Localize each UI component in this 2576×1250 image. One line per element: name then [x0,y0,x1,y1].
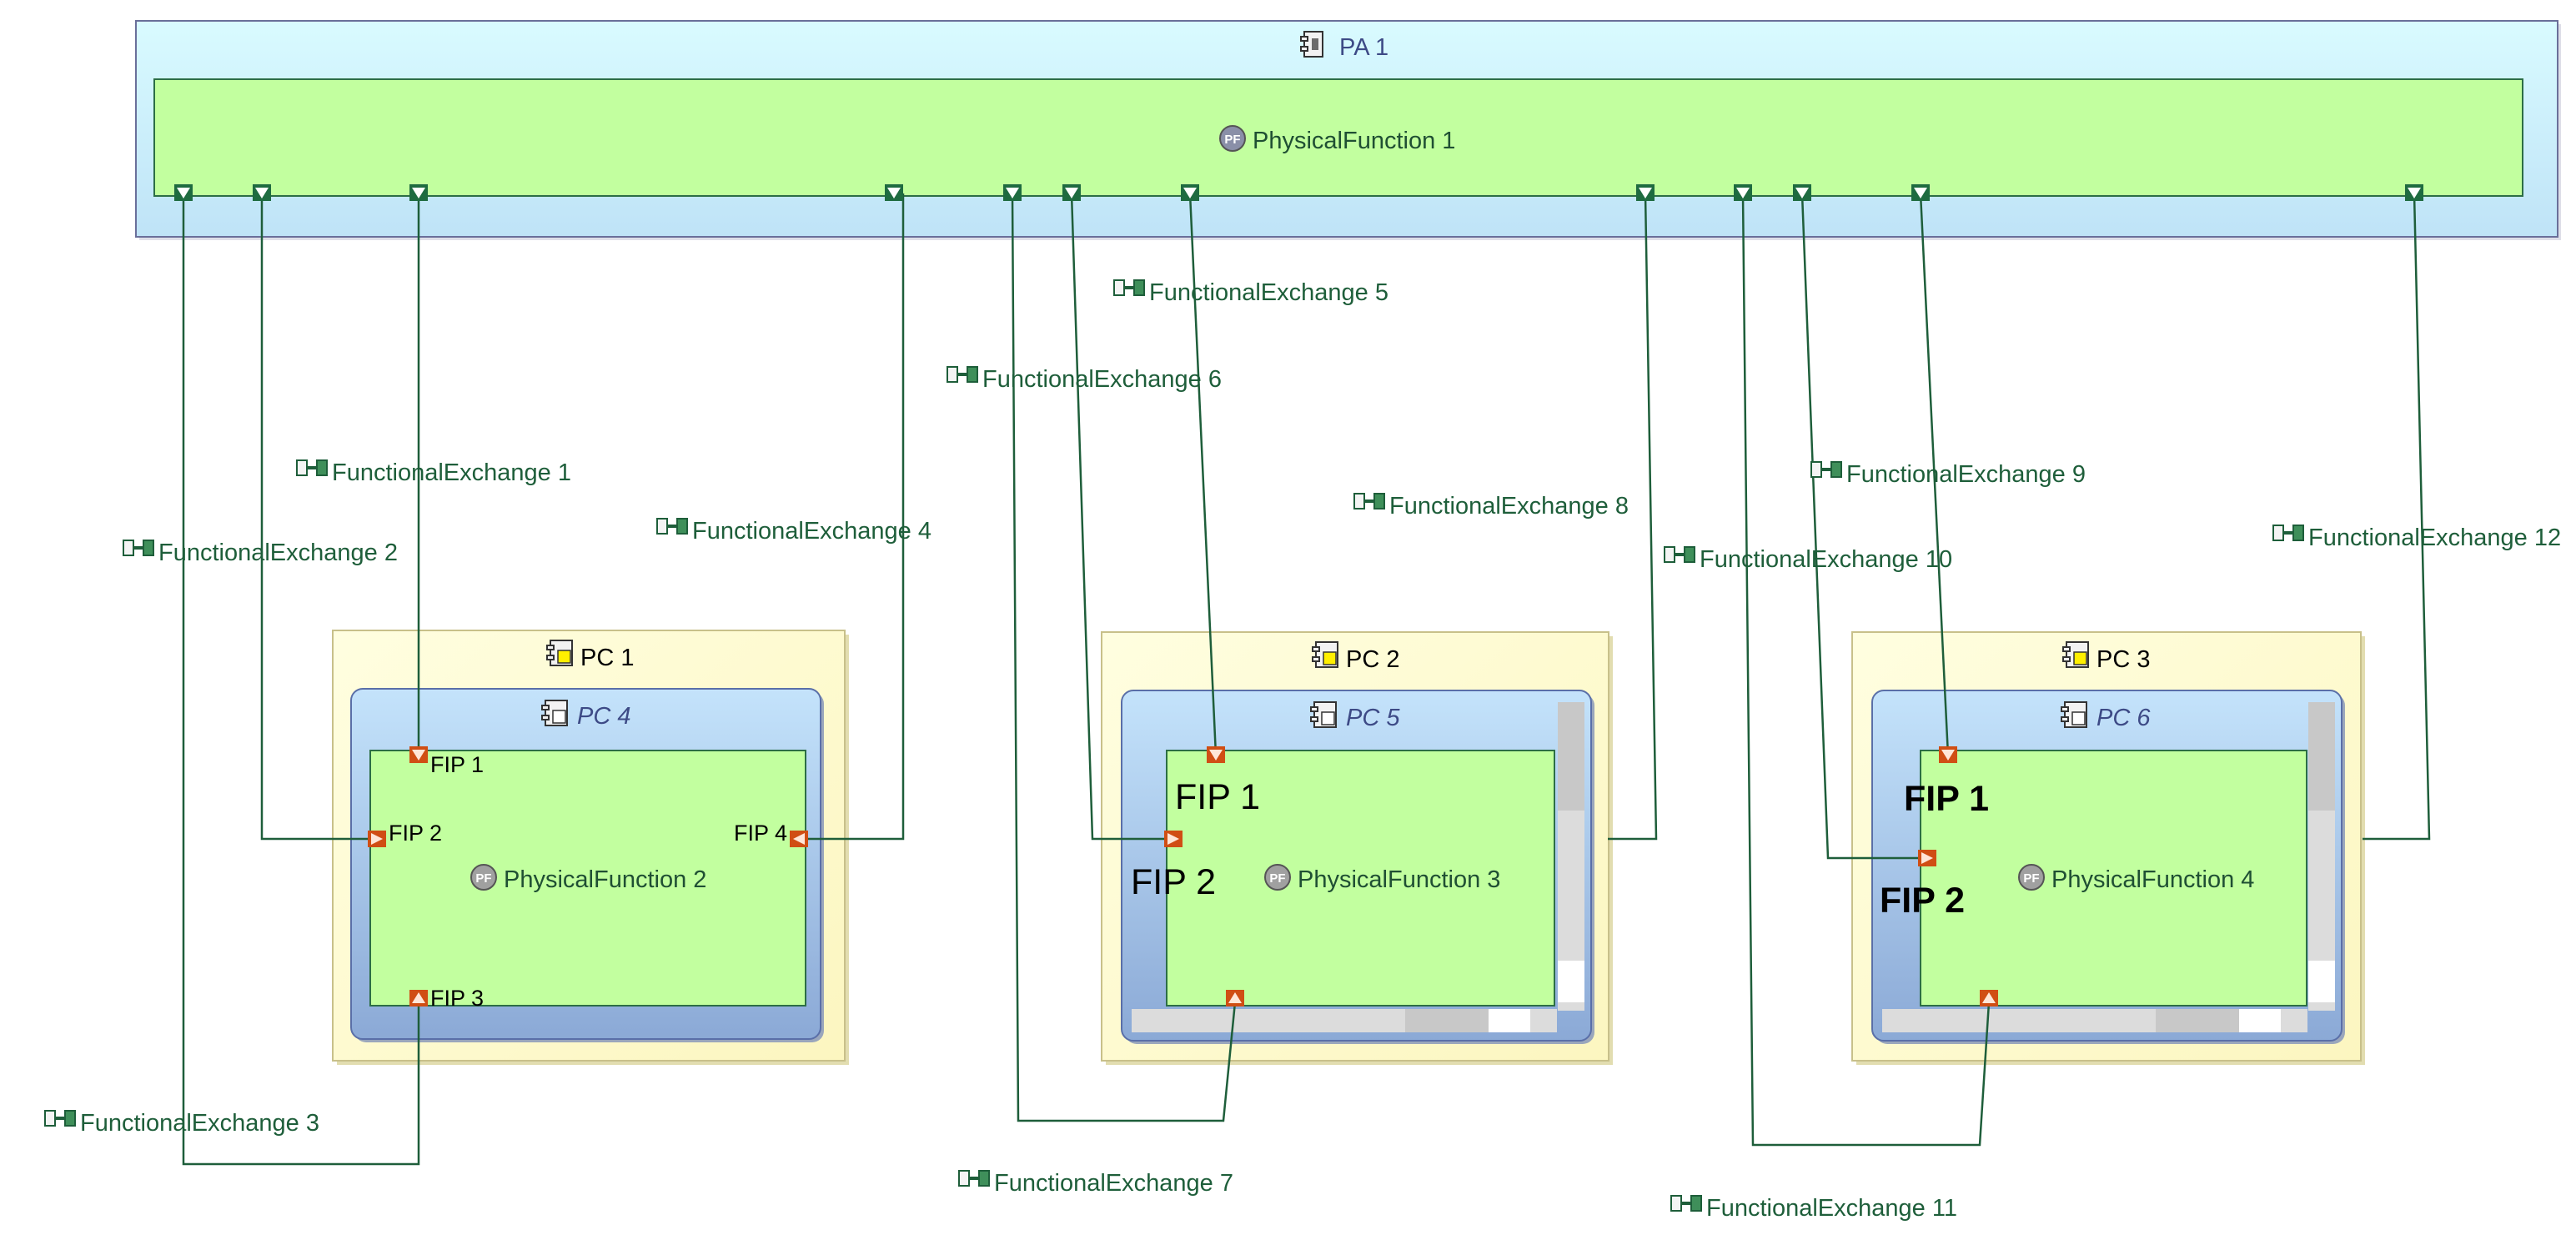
output-port[interactable] [1793,184,1811,201]
exchange-label-fe10[interactable]: FunctionalExchange 10 [1700,546,1952,573]
output-port[interactable] [1734,184,1752,201]
functional-exchange-icon [947,366,978,383]
pf2-fip2-port[interactable] [368,831,386,847]
pf2-fip4-port[interactable] [790,831,808,847]
exchange-label-fe7[interactable]: FunctionalExchange 7 [994,1170,1233,1197]
output-port[interactable] [1003,184,1022,201]
exchange-label-fe3[interactable]: FunctionalExchange 3 [80,1110,319,1137]
pf3-fip2-port[interactable] [1164,831,1183,847]
functional-exchange-icon [1353,493,1385,510]
exchange-label-fe8[interactable]: FunctionalExchange 8 [1389,493,1629,520]
physical-function-pf1[interactable] [153,78,2523,197]
exchange-line-fe12[interactable] [2363,193,2431,841]
exchange-label-fe6[interactable]: FunctionalExchange 6 [982,366,1222,393]
pf4-bottom-port[interactable] [1980,990,1998,1007]
exchange-label-fe2[interactable]: FunctionalExchange 2 [158,540,398,566]
exchange-label-fe1[interactable]: FunctionalExchange 1 [332,459,571,486]
output-port[interactable] [2405,184,2423,201]
output-port[interactable] [885,184,903,201]
exchange-label-fe11[interactable]: FunctionalExchange 11 [1706,1195,1957,1222]
functional-exchange-icon [1113,279,1145,296]
physical-function-pf4[interactable] [1920,750,2307,1007]
functional-exchange-icon [958,1170,990,1187]
function-input-ports [368,746,1998,1007]
output-port[interactable] [1636,184,1655,201]
pf2-fip1-port[interactable] [409,746,428,763]
output-port[interactable] [253,184,271,201]
functional-exchange-icon [123,540,154,556]
functional-exchange-icon [1664,546,1695,563]
output-port[interactable] [1062,184,1081,201]
functional-exchange-icon [1810,461,1842,478]
functional-exchange-icon [2272,525,2304,541]
exchange-label-fe9[interactable]: FunctionalExchange 9 [1846,461,2086,488]
functional-exchange-icon [296,459,328,476]
exchange-label-fe12[interactable]: FunctionalExchange 12 [2308,525,2561,551]
pf4-fip2-port[interactable] [1918,850,1936,866]
output-port[interactable] [174,184,193,201]
pf2-fip3-port[interactable] [409,990,428,1007]
scrollbar-pc5[interactable] [1132,702,1584,1032]
functional-exchange-icon [656,518,688,535]
physical-function-pf3[interactable] [1166,750,1555,1007]
pf4-fip1-port[interactable] [1939,746,1957,763]
output-port[interactable] [409,184,428,201]
exchange-label-fe4[interactable]: FunctionalExchange 4 [692,518,931,545]
exchange-line-fe8[interactable] [1608,193,1658,841]
exchange-label-fe5[interactable]: FunctionalExchange 5 [1149,279,1388,306]
pf1-output-ports [174,184,2423,201]
physical-function-pf2[interactable] [369,750,806,1007]
pf3-bottom-port[interactable] [1226,990,1244,1007]
functional-exchange-icon [44,1110,76,1127]
pf3-fip1-port[interactable] [1207,746,1225,763]
functional-exchange-icon [1670,1195,1702,1212]
output-port[interactable] [1181,184,1199,201]
output-port[interactable] [1911,184,1930,201]
